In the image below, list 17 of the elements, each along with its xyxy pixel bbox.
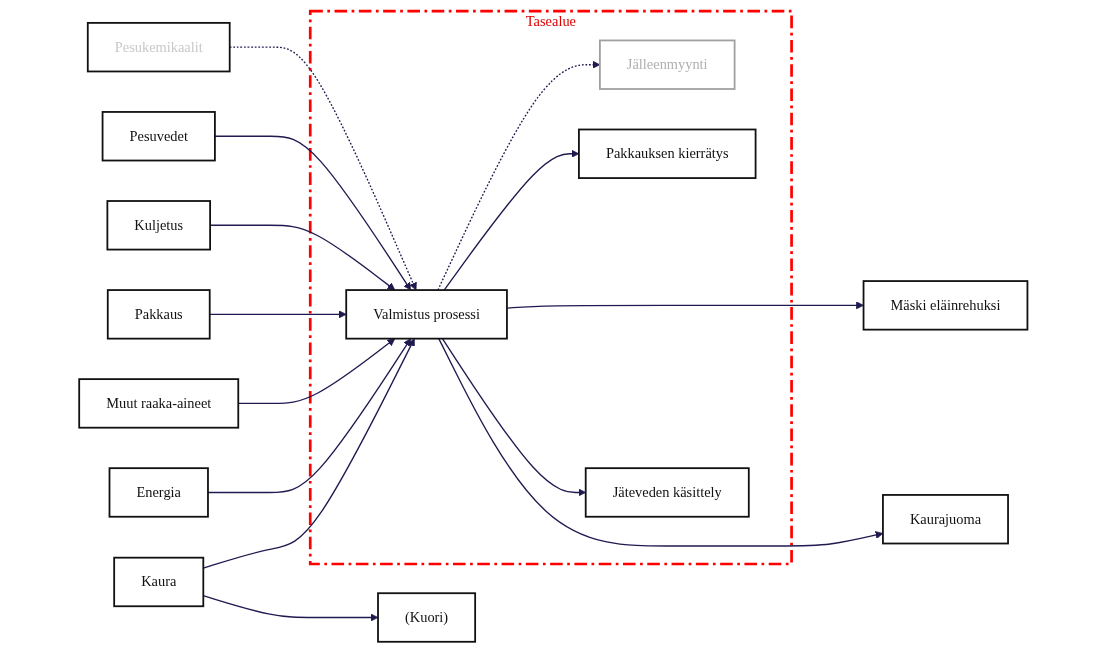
node-box: Valmistus prosessi: [345, 289, 508, 340]
node-box: Energia: [108, 467, 210, 518]
node-box: Jäteveden käsittely: [585, 467, 750, 518]
arrow: [443, 149, 580, 291]
node-box: Jälleenmyynti: [599, 39, 736, 90]
node-box: Pesuvedet: [101, 111, 216, 162]
arrow: [209, 310, 347, 319]
node-box: Muut raaka-aineet: [78, 378, 240, 429]
node-box: Pakkauksen kierrätys: [578, 128, 757, 179]
arrow: [437, 60, 601, 291]
node-box: Kaura: [113, 556, 205, 608]
node-box: Mäski eläinrehuksi: [862, 280, 1029, 331]
node-box: Kaurajuoma: [882, 494, 1010, 545]
node-box: Pakkaus: [107, 289, 211, 340]
node-box: (Kuori): [377, 592, 477, 643]
node-box: Kuljetus: [106, 200, 212, 251]
arrow: [438, 337, 884, 547]
